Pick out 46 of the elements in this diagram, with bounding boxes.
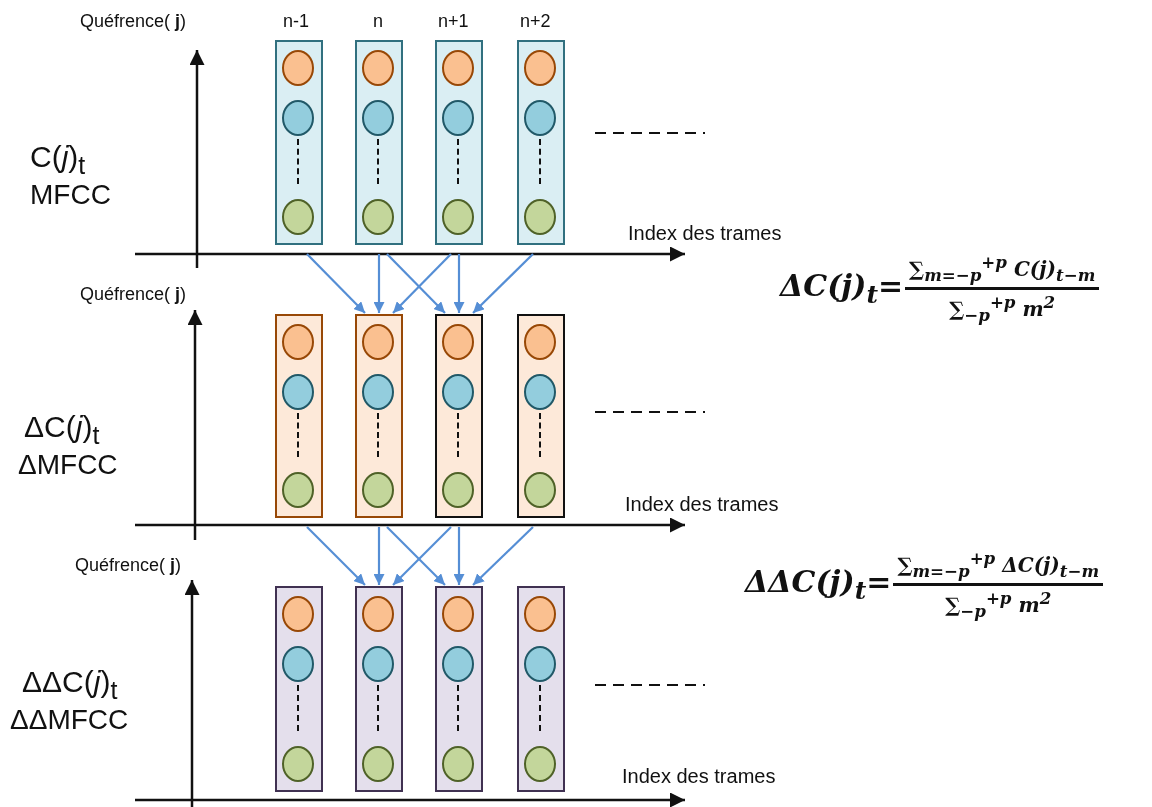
- frame-column: [435, 586, 483, 792]
- label-text: n: [373, 12, 383, 32]
- frame-column: [355, 314, 403, 518]
- label-text: ΔMFCC: [18, 450, 118, 481]
- arrow: [373, 254, 385, 313]
- frame-column: [275, 314, 323, 518]
- formula-text: ΔC(j)$_{t}$=: [780, 267, 904, 309]
- formula-text: ∑$_{−p}$$^{+p}$ m$^{2}$: [945, 586, 1052, 621]
- label-text: n+2: [520, 12, 551, 32]
- frame-column: [355, 40, 403, 245]
- frame-column: [435, 314, 483, 518]
- formula-text: ∑$_{−p}$$^{+p}$ m$^{2}$: [949, 290, 1056, 325]
- arrow: [386, 526, 446, 586]
- label-text: Quéfrence( j): [80, 12, 187, 32]
- formula-text: ΔΔC(j)$_{t}$=: [745, 563, 892, 605]
- label-text: ΔΔC(j)$_{t}$: [22, 665, 118, 705]
- label-text: Quéfrence( j): [80, 285, 187, 305]
- arrow: [306, 526, 366, 586]
- arrow: [472, 253, 534, 314]
- frame-column: [517, 40, 565, 245]
- frame-column: [517, 586, 565, 792]
- arrow: [373, 527, 385, 585]
- frame-column: [275, 40, 323, 245]
- arrow: [306, 253, 366, 314]
- arrow: [453, 527, 465, 585]
- frame-column: [517, 314, 565, 518]
- frame-column: [275, 586, 323, 792]
- arrow: [472, 526, 534, 586]
- label-text: Index des trames: [628, 222, 782, 244]
- label-text: Index des trames: [625, 493, 779, 515]
- formula-text: ∑$_{m=−p}$$^{+p}$ C(j)$_{t−m}$: [905, 252, 1100, 290]
- label-text: ΔΔMFCC: [10, 705, 129, 736]
- formula-text: ∑$_{m=−p}$$^{+p}$ ΔC(j)$_{t−m}$: [893, 548, 1104, 586]
- arrow: [392, 526, 452, 586]
- label-text: C(j)$_{t}$: [30, 140, 86, 180]
- label-text: Index des trames: [622, 765, 776, 787]
- label-text: Quéfrence( j): [75, 556, 182, 576]
- arrow: [392, 253, 452, 314]
- label-text: n+1: [438, 12, 469, 32]
- arrow: [386, 253, 446, 314]
- arrow: [453, 254, 465, 313]
- label-text: ΔC(j)$_{t}$: [24, 410, 100, 450]
- label-text: n-1: [283, 12, 309, 32]
- frame-column: [435, 40, 483, 245]
- frame-column: [355, 586, 403, 792]
- label-text: MFCC: [30, 180, 111, 211]
